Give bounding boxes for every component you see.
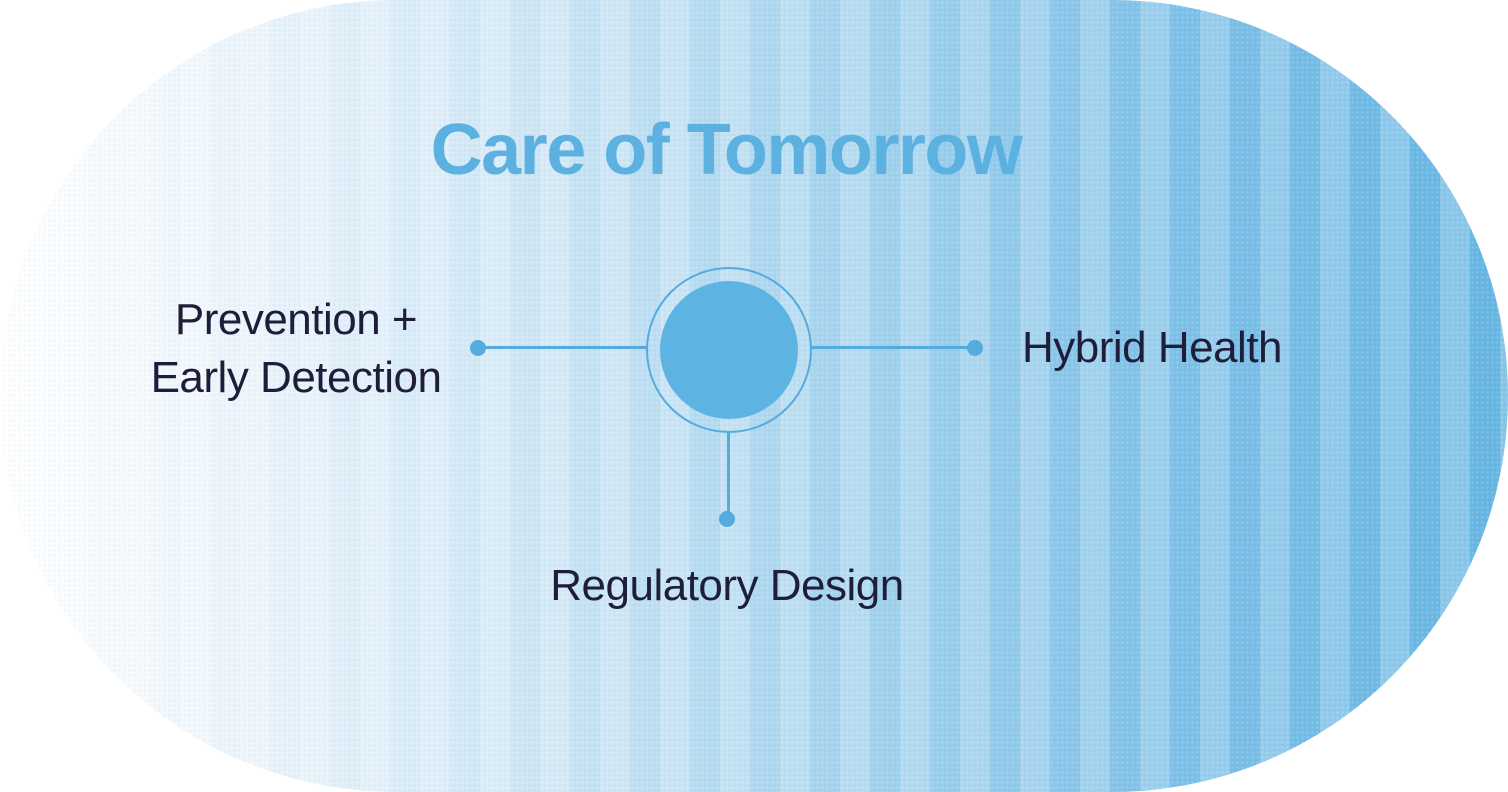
node-label-regulatory-design: Regulatory Design xyxy=(550,561,904,610)
connector-line-bottom xyxy=(727,433,730,512)
node-label-line: Early Detection xyxy=(150,353,442,402)
connector-line-right xyxy=(811,346,968,349)
diagram-title: Care of Tomorrow xyxy=(430,110,1023,190)
node-label-hybrid-health: Hybrid Health xyxy=(1021,323,1283,372)
connector-dot-bottom xyxy=(719,511,735,527)
hub-circle-icon xyxy=(660,281,798,419)
node-label-prevention-early-detection: Prevention + Early Detection xyxy=(151,291,442,407)
connector-dot-right xyxy=(967,340,983,356)
connector-line-left xyxy=(484,346,647,349)
node-label-line: Prevention + xyxy=(174,295,418,344)
connector-dot-left xyxy=(470,340,486,356)
hub-outline-ring xyxy=(646,267,812,433)
